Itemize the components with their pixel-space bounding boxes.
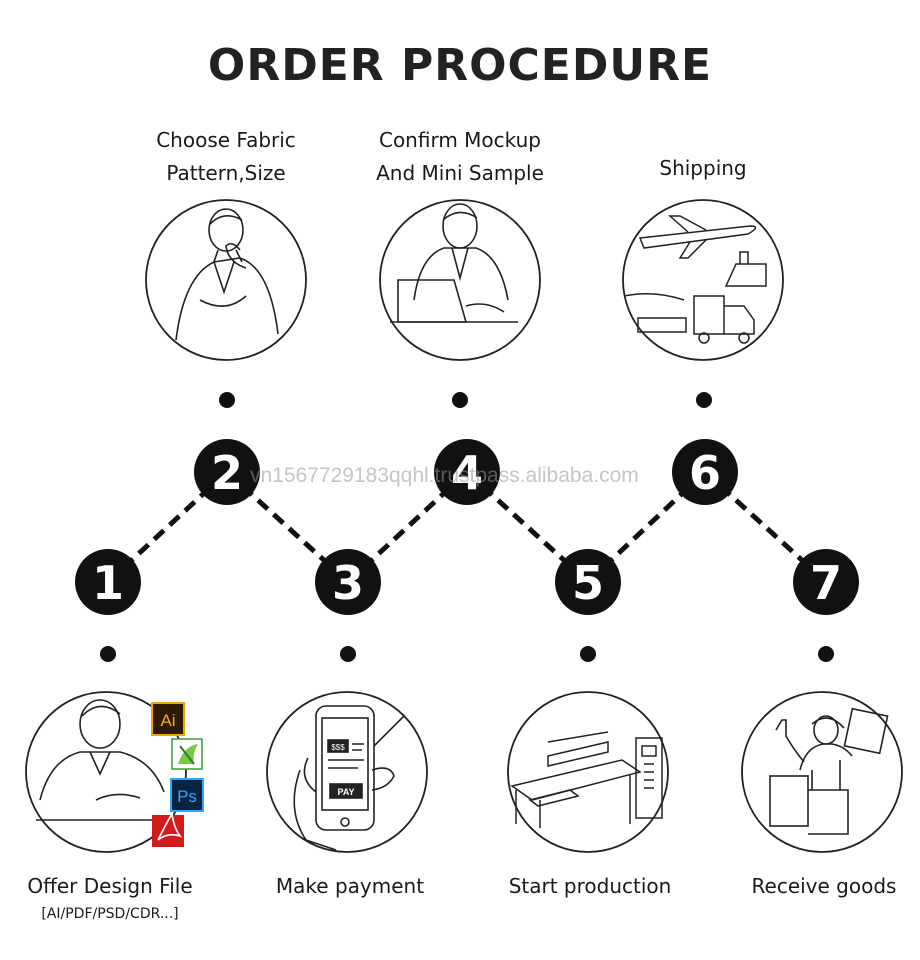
step-4-dot: [452, 392, 468, 408]
step-1-dot: [100, 646, 116, 662]
step-3-label: Make payment: [275, 874, 425, 898]
photoshop-icon: Ps: [170, 778, 204, 812]
step-6-number: 6: [689, 446, 721, 500]
step-7-label: Receive goods: [751, 874, 897, 898]
step-3-badge: 3: [315, 549, 381, 615]
step-6-label: Shipping: [659, 156, 747, 180]
step-7-number: 7: [810, 556, 842, 610]
pay-button-label: PAY: [337, 787, 354, 797]
step-2-dot: [219, 392, 235, 408]
delivery-man-icon: [741, 691, 903, 853]
step-6-badge: 6: [672, 439, 738, 505]
illustrator-icon: Ai: [151, 702, 185, 736]
shipping-transport-icon: [622, 199, 784, 361]
step-5-dot: [580, 646, 596, 662]
photoshop-label: Ps: [177, 787, 197, 806]
step-5-label: Start production: [508, 874, 672, 898]
step-2-badge: 2: [194, 439, 260, 505]
step-1-label: Offer Design File: [27, 874, 193, 898]
pdf-icon: [152, 811, 184, 847]
step-1-sublabel: [AI/PDF/PSD/CDR...]: [41, 906, 179, 922]
step-1-badge: 1: [75, 549, 141, 615]
step-5-badge: 5: [555, 549, 621, 615]
step-2-number: 2: [211, 446, 243, 500]
step-3-dot: [340, 646, 356, 662]
printing-machine-icon: [507, 691, 669, 853]
step-1-number: 1: [92, 556, 124, 610]
man-at-laptop-icon: [379, 199, 541, 361]
payment-amount: $$$: [331, 743, 345, 752]
thinking-man-icon: [145, 199, 307, 361]
designer-icon: [25, 691, 187, 853]
page-title: ORDER PROCEDURE: [207, 40, 713, 91]
step-4-number: 4: [451, 446, 483, 500]
step-6-dot: [696, 392, 712, 408]
step-3-number: 3: [332, 556, 364, 610]
illustrator-label: Ai: [160, 711, 175, 730]
coreldraw-icon: [171, 738, 203, 770]
step-7-dot: [818, 646, 834, 662]
file-type-icons: Ai Ps: [151, 702, 204, 847]
step-5-number: 5: [572, 556, 604, 610]
phone-payment-icon: $$$ PAY: [266, 691, 428, 853]
watermark: vn1567729183qqhl.trustpass.alibaba.com: [250, 464, 639, 487]
step-7-badge: 7: [793, 549, 859, 615]
step-4-badge: 4: [434, 439, 500, 505]
